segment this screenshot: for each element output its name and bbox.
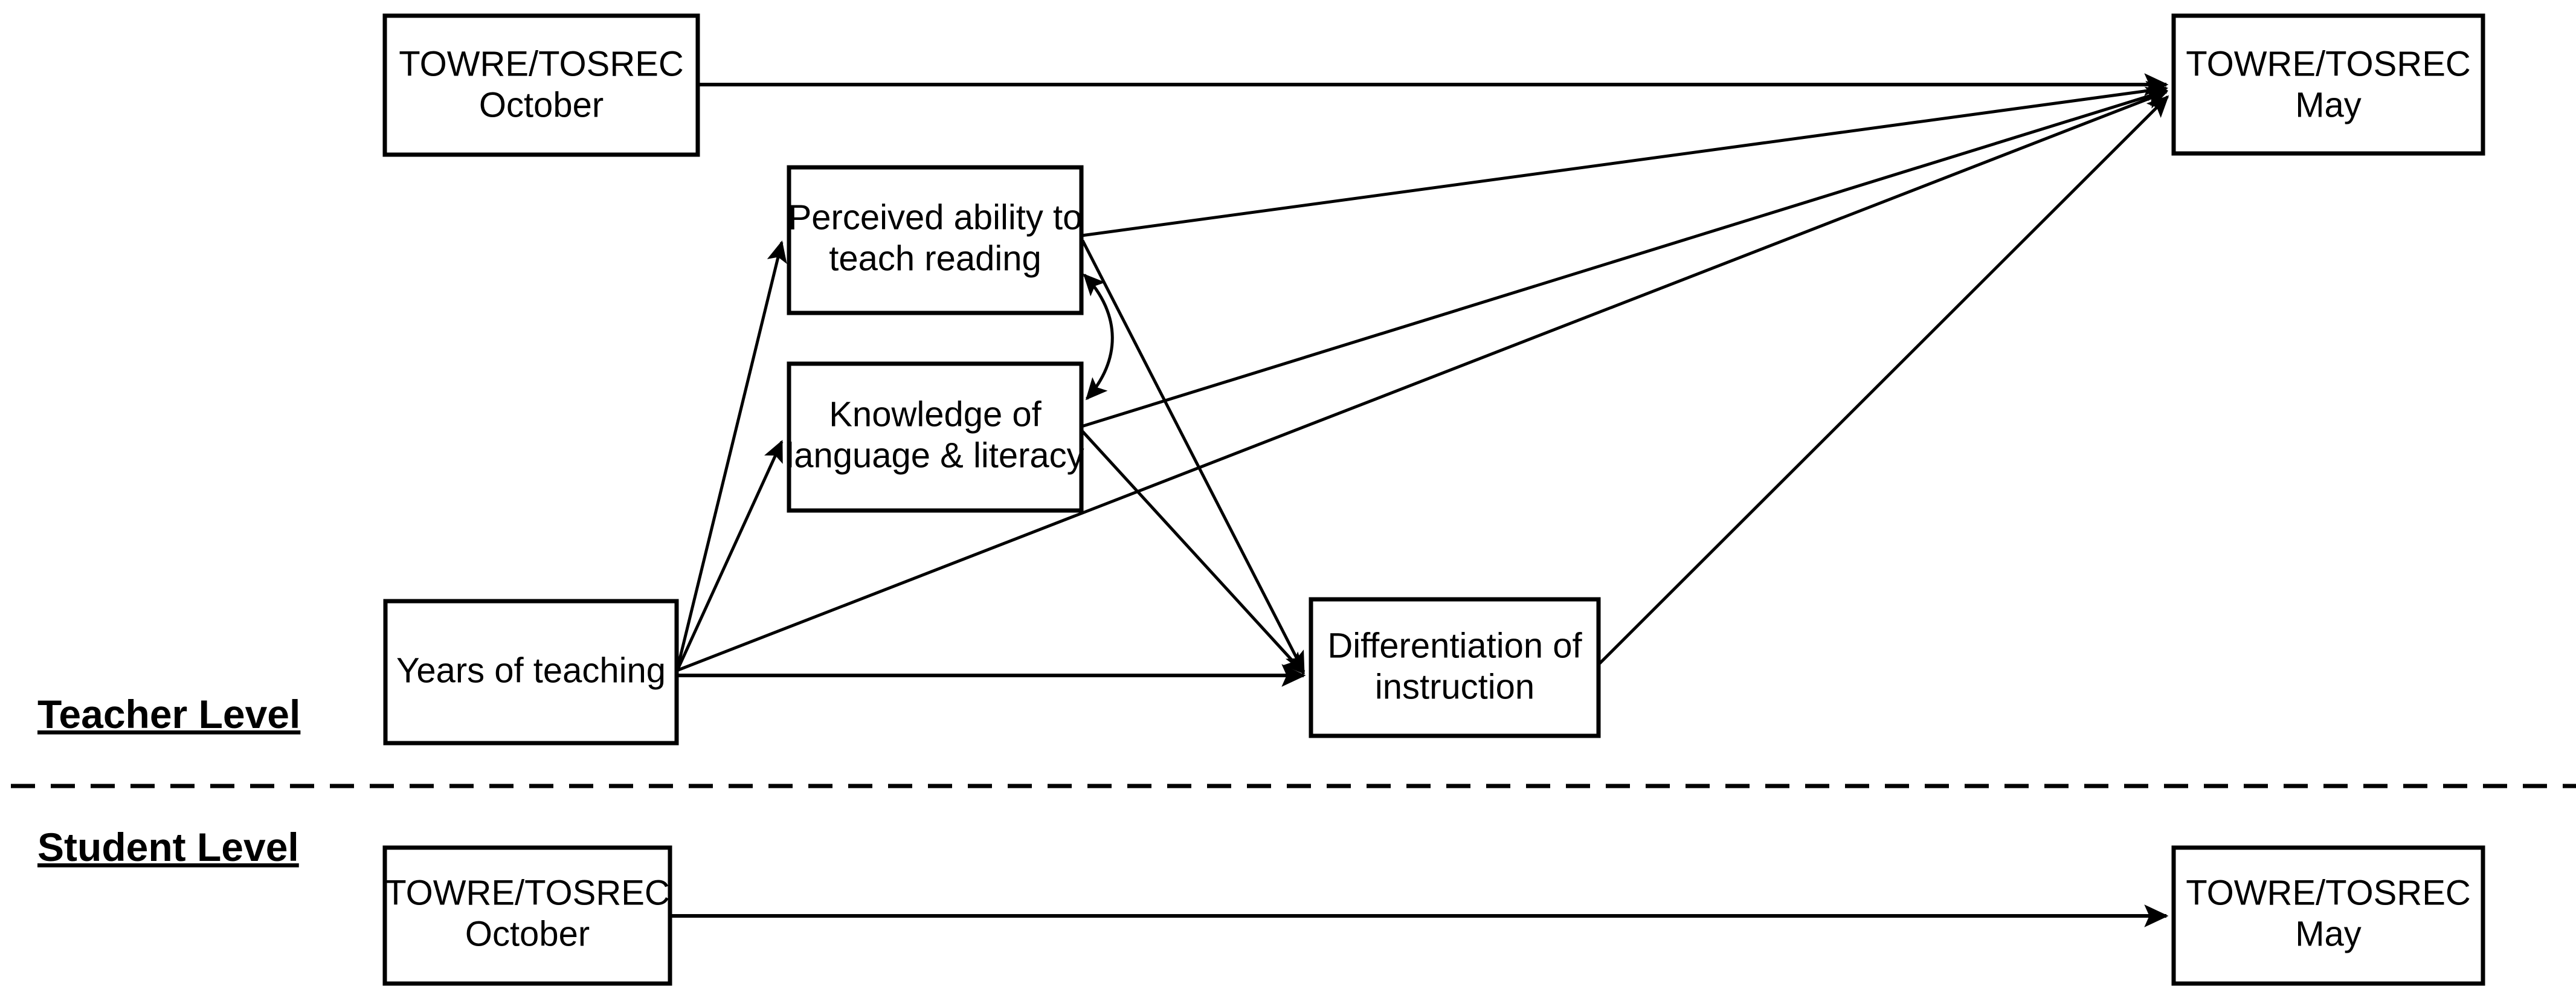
edge-knowledge-to-differentiation xyxy=(1080,429,1306,675)
node-label-line1: TOWRE/TOSREC xyxy=(2186,44,2471,83)
node-label-line1: Perceived ability to xyxy=(788,198,1083,237)
edge-differentiation-to-towre-may-teacher xyxy=(1599,95,2169,665)
node-label-line1: TOWRE/TOSREC xyxy=(399,44,684,83)
node-label-line2: May xyxy=(2295,85,2362,124)
node-box xyxy=(382,13,700,157)
edge-perceived-to-towre-may-teacher xyxy=(1081,80,2169,237)
node-towre-tosrec-may-teacher[interactable]: TOWRE/TOSREC May xyxy=(2171,13,2485,156)
node-towre-tosrec-october-teacher[interactable]: TOWRE/TOSREC October xyxy=(382,13,700,157)
level-label-teacher: Teacher Level xyxy=(37,692,300,736)
node-label-line2: teach reading xyxy=(829,239,1041,278)
edge-years-to-knowledge xyxy=(675,440,784,673)
node-perceived-ability-to-teach-reading[interactable]: Perceived ability to teach reading xyxy=(787,165,1084,315)
node-box xyxy=(383,599,679,746)
node-label-line1: Years of teaching xyxy=(396,651,666,690)
node-label-line1: TOWRE/TOSREC xyxy=(385,873,670,912)
node-differentiation-of-instruction[interactable]: Differentiation of instruction xyxy=(1309,597,1601,738)
node-label-line2: October xyxy=(479,85,604,124)
node-box xyxy=(2171,13,2485,156)
node-box xyxy=(1309,597,1601,738)
edge-years-to-towre-may-teacher xyxy=(676,89,2168,672)
node-towre-tosrec-october-student[interactable]: TOWRE/TOSREC October xyxy=(382,845,672,986)
edge-years-to-perceived xyxy=(675,240,787,672)
node-box xyxy=(382,845,672,986)
node-label-line2: October xyxy=(465,914,590,953)
node-label-line1: TOWRE/TOSREC xyxy=(2186,873,2471,912)
node-knowledge-of-language-and-literacy[interactable]: Knowledge of language & literacy xyxy=(786,361,1084,513)
edge-perceived-to-differentiation xyxy=(1081,239,1306,674)
node-box xyxy=(787,361,1084,513)
node-label-line2: language & literacy xyxy=(786,436,1084,475)
level-label-student: Student Level xyxy=(37,825,299,869)
node-label-line2: May xyxy=(2295,914,2362,953)
edge-perceived-knowledge-covariance xyxy=(1083,273,1114,401)
node-towre-tosrec-may-student[interactable]: TOWRE/TOSREC May xyxy=(2171,845,2485,986)
node-box xyxy=(787,165,1084,315)
node-box xyxy=(2171,845,2485,986)
node-label-line1: Knowledge of xyxy=(829,395,1042,434)
node-years-of-teaching[interactable]: Years of teaching xyxy=(383,599,679,746)
node-label-line2: instruction xyxy=(1375,667,1534,706)
node-label-line1: Differentiation of xyxy=(1327,626,1582,665)
edge-knowledge-to-towre-may-teacher xyxy=(1081,86,2168,428)
